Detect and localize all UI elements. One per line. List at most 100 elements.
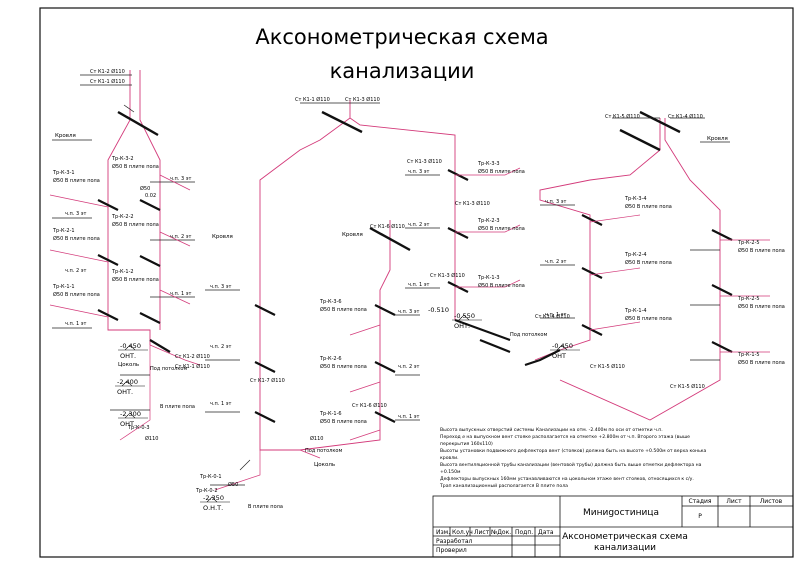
level-sub: ОНТ. bbox=[120, 420, 136, 428]
trap-desc: Ø50 В плите пола bbox=[53, 235, 100, 242]
stoyak-label: Ст К1-4 Ø110 bbox=[535, 313, 570, 320]
level-value: -0.450 bbox=[120, 342, 141, 350]
trap-desc: Ø50 В плите пола bbox=[738, 247, 785, 254]
middle-system bbox=[205, 100, 521, 491]
stoyak-label: Ст К1-6 Ø110 bbox=[370, 223, 405, 230]
trap-desc: Ø50 bbox=[228, 481, 238, 488]
ceiling-label: Под потолком bbox=[305, 448, 342, 454]
role-label: Проверил bbox=[436, 547, 467, 554]
trap-name: Тр-К-3-2 bbox=[111, 156, 134, 162]
misc-labels: Цоколь Цоколь Под потолком Под потолком … bbox=[118, 185, 547, 510]
cokol-label: Цоколь bbox=[314, 462, 335, 468]
trap-name: Тр-К-2-1 bbox=[52, 228, 75, 234]
level-value: -2.350 bbox=[203, 494, 224, 502]
trap-name: Тр-К-1-4 bbox=[624, 308, 647, 314]
trap-name: Тр-К-3-4 bbox=[624, 196, 647, 202]
note-line: кровли. bbox=[440, 456, 459, 461]
floor-label: ч.п. 1 эт bbox=[65, 321, 87, 327]
col-header: Изм. bbox=[436, 529, 450, 536]
trap-desc: Ø50 В плите пола bbox=[738, 359, 785, 366]
trap-name: Тр-К-1-2 bbox=[111, 269, 134, 275]
trap-desc: Ø50 В плите пола bbox=[738, 303, 785, 310]
trap-desc: Ø50 В плите пола bbox=[478, 282, 525, 289]
roof-label: Кровля bbox=[55, 133, 76, 139]
col-header: Дата bbox=[538, 529, 554, 536]
level-sub: ОНТ bbox=[552, 352, 566, 360]
trap-desc: Ø50 В плите пола bbox=[320, 363, 367, 370]
col-header: Подп. bbox=[515, 529, 533, 536]
floor-label: ч.п. 3 эт bbox=[210, 284, 232, 290]
title-line-2: канализации bbox=[330, 59, 475, 83]
floor-label: ч.п. 2 эт bbox=[398, 364, 420, 370]
trap-name: Тр-К-1-3 bbox=[477, 275, 500, 281]
note-line: +0.150м bbox=[440, 469, 461, 475]
stoyak-label: Ст К1-1 Ø110 bbox=[295, 96, 330, 103]
notes-block: Высота выпускных отверстий системы Канал… bbox=[439, 426, 707, 489]
cokol-label: Цоколь bbox=[118, 362, 139, 368]
trap-desc: Ø110 bbox=[145, 435, 158, 442]
trap-name: Тр-К-0-2 bbox=[195, 488, 218, 494]
stoyak-label: Ст К1-1 Ø110 bbox=[90, 78, 125, 85]
stoyak-label: Ст К1-3 Ø110 bbox=[407, 158, 442, 165]
stoyak-label: Ст К1-1 Ø110 bbox=[175, 363, 210, 370]
floor-labels: ч.п. 3 эт ч.п. 2 эт ч.п. 1 эт ч.п. 3 эт … bbox=[65, 169, 567, 420]
trap-desc: Ø50 В плите пола bbox=[625, 315, 672, 322]
pipe-slope: 0.02 bbox=[145, 193, 156, 199]
trap-name: Тр-К-2-4 bbox=[624, 252, 647, 258]
floor-label: ч.п. 1 эт bbox=[170, 291, 192, 297]
floor-label: ч.п. 2 эт bbox=[210, 344, 232, 350]
note-line: Трап канализационный располагается В пли… bbox=[439, 482, 568, 489]
floor-label: ч.п. 3 эт bbox=[408, 169, 430, 175]
trap-name: Тр-К-0-3 bbox=[127, 425, 150, 431]
stoyak-label: Ст К1-5 Ø110 bbox=[670, 383, 705, 390]
floor-label: ч.п. 2 эт bbox=[170, 234, 192, 240]
col-header: №Док. bbox=[491, 529, 511, 536]
level-value: -0.450 bbox=[552, 342, 573, 350]
trap-name: Тр-К-3-3 bbox=[477, 161, 500, 167]
trap-name: Тр-К-2-5 bbox=[737, 240, 760, 246]
floor-label: ч.п. 1 эт bbox=[545, 312, 567, 318]
trap-name: Тр-К-1-5 bbox=[737, 352, 760, 358]
trap-name: Тр-К-2-5 bbox=[737, 296, 760, 302]
note-line: Высоты установки подвижного дефлектора в… bbox=[440, 448, 707, 454]
left-system bbox=[49, 70, 201, 441]
stoyak-label: Ст К1-5 Ø110 bbox=[605, 113, 640, 120]
col-header: Кол.уч bbox=[452, 529, 473, 536]
trap-desc: Ø50 В плите пола bbox=[320, 306, 367, 313]
note-line: Дефлекторы выпускных 160мм устанавливают… bbox=[440, 476, 694, 482]
col-header: Лист bbox=[474, 529, 490, 536]
stoyak-label: Ст К1-3 Ø110 bbox=[345, 96, 380, 103]
ceiling-label: Под потолком bbox=[510, 332, 547, 338]
stoyak-labels: Ст К1-2 Ø110 Ст К1-1 Ø110 Ст К1-2 Ø110 С… bbox=[90, 68, 705, 409]
level-sub: ОНТ. bbox=[120, 352, 136, 360]
floor-label: ч.п. 1 эт bbox=[408, 282, 430, 288]
floor-plate-label: В плите пола bbox=[160, 404, 195, 410]
floor-label: ч.п. 3 эт bbox=[65, 211, 87, 217]
trap-name: Тр-К-3-6 bbox=[319, 299, 342, 305]
stoyak-label: Ст К1-2 Ø110 bbox=[175, 353, 210, 360]
note-line: перекрытия 160х110) bbox=[440, 441, 493, 447]
level-value: -0.550 bbox=[454, 312, 475, 320]
floor-label: ч.п. 1 эт bbox=[398, 414, 420, 420]
trap-desc: Ø50 В плите пола bbox=[625, 203, 672, 210]
roof-labels: Кровля Кровля Кровля Кровля bbox=[55, 133, 728, 240]
level-sub: ОНТ. bbox=[117, 388, 133, 396]
ceiling-label: Под потолком bbox=[150, 366, 187, 372]
trap-name: Тр-К-2-3 bbox=[477, 218, 500, 224]
drawing-name-2: канализации bbox=[594, 543, 656, 553]
title-line-1: Аксонометрическая схема bbox=[255, 25, 548, 49]
trap-desc: Ø50 В плите пола bbox=[112, 276, 159, 283]
trap-name: Тр-К-1-6 bbox=[319, 411, 342, 417]
sheet-frame bbox=[39, 7, 794, 558]
level-value: -2.300 bbox=[120, 410, 141, 418]
right-system bbox=[524, 110, 770, 421]
trap-desc: Ø50 В плите пола bbox=[112, 221, 159, 228]
roof-label: Кровля bbox=[212, 234, 233, 240]
note-line: Высота выпускных отверстий системы Канал… bbox=[440, 426, 663, 433]
floor-label: ч.п. 3 эт bbox=[398, 309, 420, 315]
role-label: Разработал bbox=[436, 538, 473, 545]
level-value: -2.400 bbox=[117, 378, 138, 386]
trap-name: Тр-К-2-2 bbox=[111, 214, 134, 220]
floor-label: ч.п. 2 эт bbox=[65, 268, 87, 274]
